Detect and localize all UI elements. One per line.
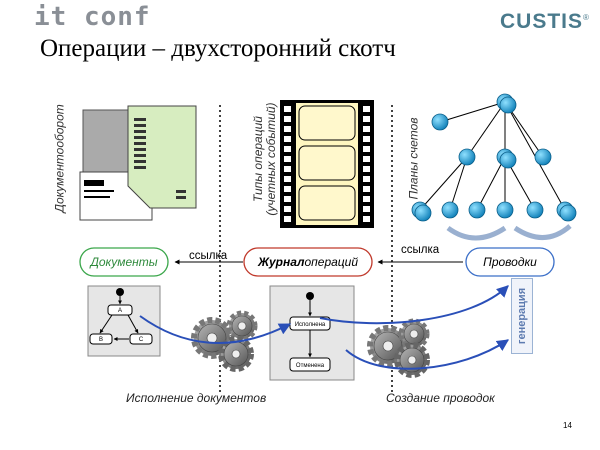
slide-title: Операции – двухсторонний скотч	[40, 35, 396, 62]
link-label-right: ссылка	[401, 244, 440, 256]
journal-node-rest: операций	[304, 255, 359, 269]
state-b: B	[99, 337, 103, 343]
column-label-charts-of-accounts: Планы счетов	[406, 117, 421, 200]
documents-pill-border	[79, 247, 169, 277]
gears-left-icon	[191, 310, 258, 372]
film-strip-icon	[280, 100, 374, 228]
custis-logo: CUSTIS®	[500, 10, 590, 33]
generation-box: генерация	[511, 278, 533, 354]
journal-pill-border	[243, 247, 373, 277]
column-label-operation-types: Типы операций (учетных событий)	[251, 99, 278, 219]
tree-curve-arrow-1	[446, 225, 507, 241]
document-state-diagram: A B C	[87, 285, 161, 357]
documents-illustration-icon	[79, 105, 197, 221]
flow-arrow-journal-to-generation-top	[319, 285, 509, 325]
column-label-docflow: Документооборот	[52, 104, 67, 213]
caption-document-execution: Исполнение документов	[126, 391, 267, 405]
operation-state-diagram: Исполнена Отменена	[269, 285, 355, 381]
documents-node: Документы	[90, 255, 158, 269]
page-number: 14	[563, 421, 572, 430]
state-c: C	[139, 337, 144, 343]
operation-types-line1: Типы операций	[251, 116, 265, 202]
journal-node-bold: Журнал	[257, 255, 305, 269]
flow-arrow-journal-to-generation-bottom	[345, 339, 509, 370]
tree-node-icons	[411, 93, 577, 222]
caption-postings-creation: Создание проводок	[386, 391, 495, 405]
postings-node: Проводки	[483, 255, 537, 269]
postings-pill-border	[465, 247, 555, 277]
flow-arrow-docs-to-journal	[139, 315, 292, 344]
state-executed: Исполнена	[295, 322, 326, 328]
link-label-left: ссылка	[189, 250, 228, 262]
itconf-logo: it conf	[34, 2, 151, 32]
journal-node: Журнал операций	[244, 248, 372, 276]
generation-label: генерация	[516, 287, 528, 345]
operation-types-line2: (учетных событий)	[264, 102, 278, 216]
gears-right-icon	[367, 318, 430, 378]
state-cancelled: Отменена	[296, 363, 325, 369]
state-a: A	[118, 308, 122, 314]
tree-curve-arrow-2	[513, 224, 572, 240]
